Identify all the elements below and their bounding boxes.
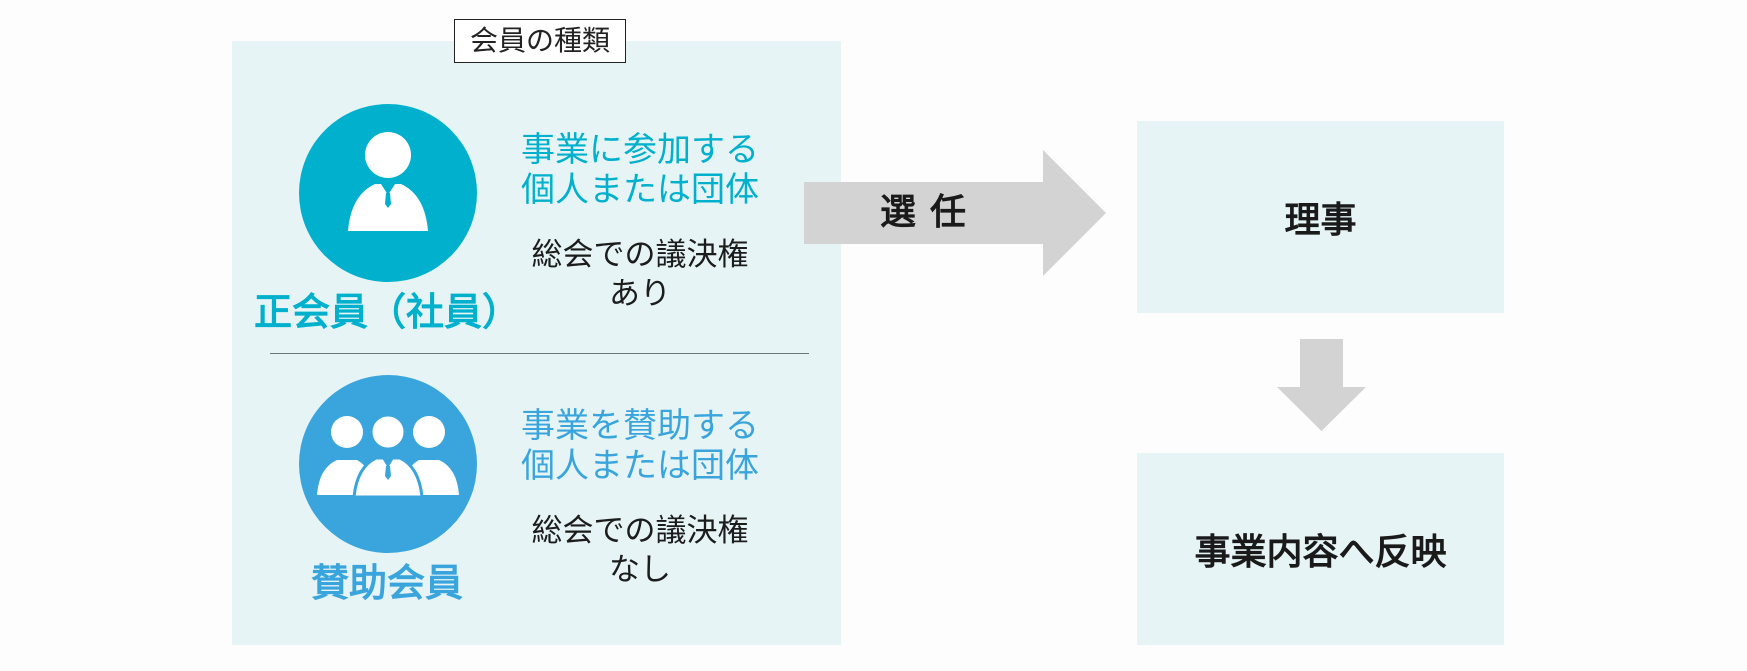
supporting-member-voting-right: 総会での議決権 なし [495,512,785,590]
description-line: 事業に参加する [521,130,759,170]
panel-title: 会員の種類 [454,19,626,63]
vote-line: 総会での議決権 [531,237,749,273]
regular-member-voting-right: 総会での議決権 あり [495,236,785,314]
supporting-member-description: 事業を賛助する 個人または団体 [495,406,785,486]
vote-line: 総会での議決権 [531,513,749,549]
vote-line: あり [609,276,671,312]
board-of-directors-label: 理事 [1284,200,1357,241]
selection-arrow-label: 選任 [879,192,980,233]
member-divider [270,353,809,354]
group-people-icon [299,375,477,553]
down-arrow-icon [1277,339,1366,431]
business-reflection-label: 事業内容へ反映 [1194,532,1447,573]
description-line: 事業を賛助する [521,406,759,446]
supporting-member-name: 賛助会員 [310,561,463,605]
regular-member-name: 正会員（社員） [253,290,520,334]
right-arrow-icon [804,150,1106,276]
vote-line: なし [609,552,671,588]
description-line: 個人または団体 [521,170,759,210]
single-person-icon [299,104,477,282]
board-of-directors-box: 理事 [1137,121,1504,313]
regular-member-description: 事業に参加する 個人または団体 [495,130,785,210]
description-line: 個人または団体 [521,446,759,486]
business-reflection-box: 事業内容へ反映 [1137,453,1504,645]
